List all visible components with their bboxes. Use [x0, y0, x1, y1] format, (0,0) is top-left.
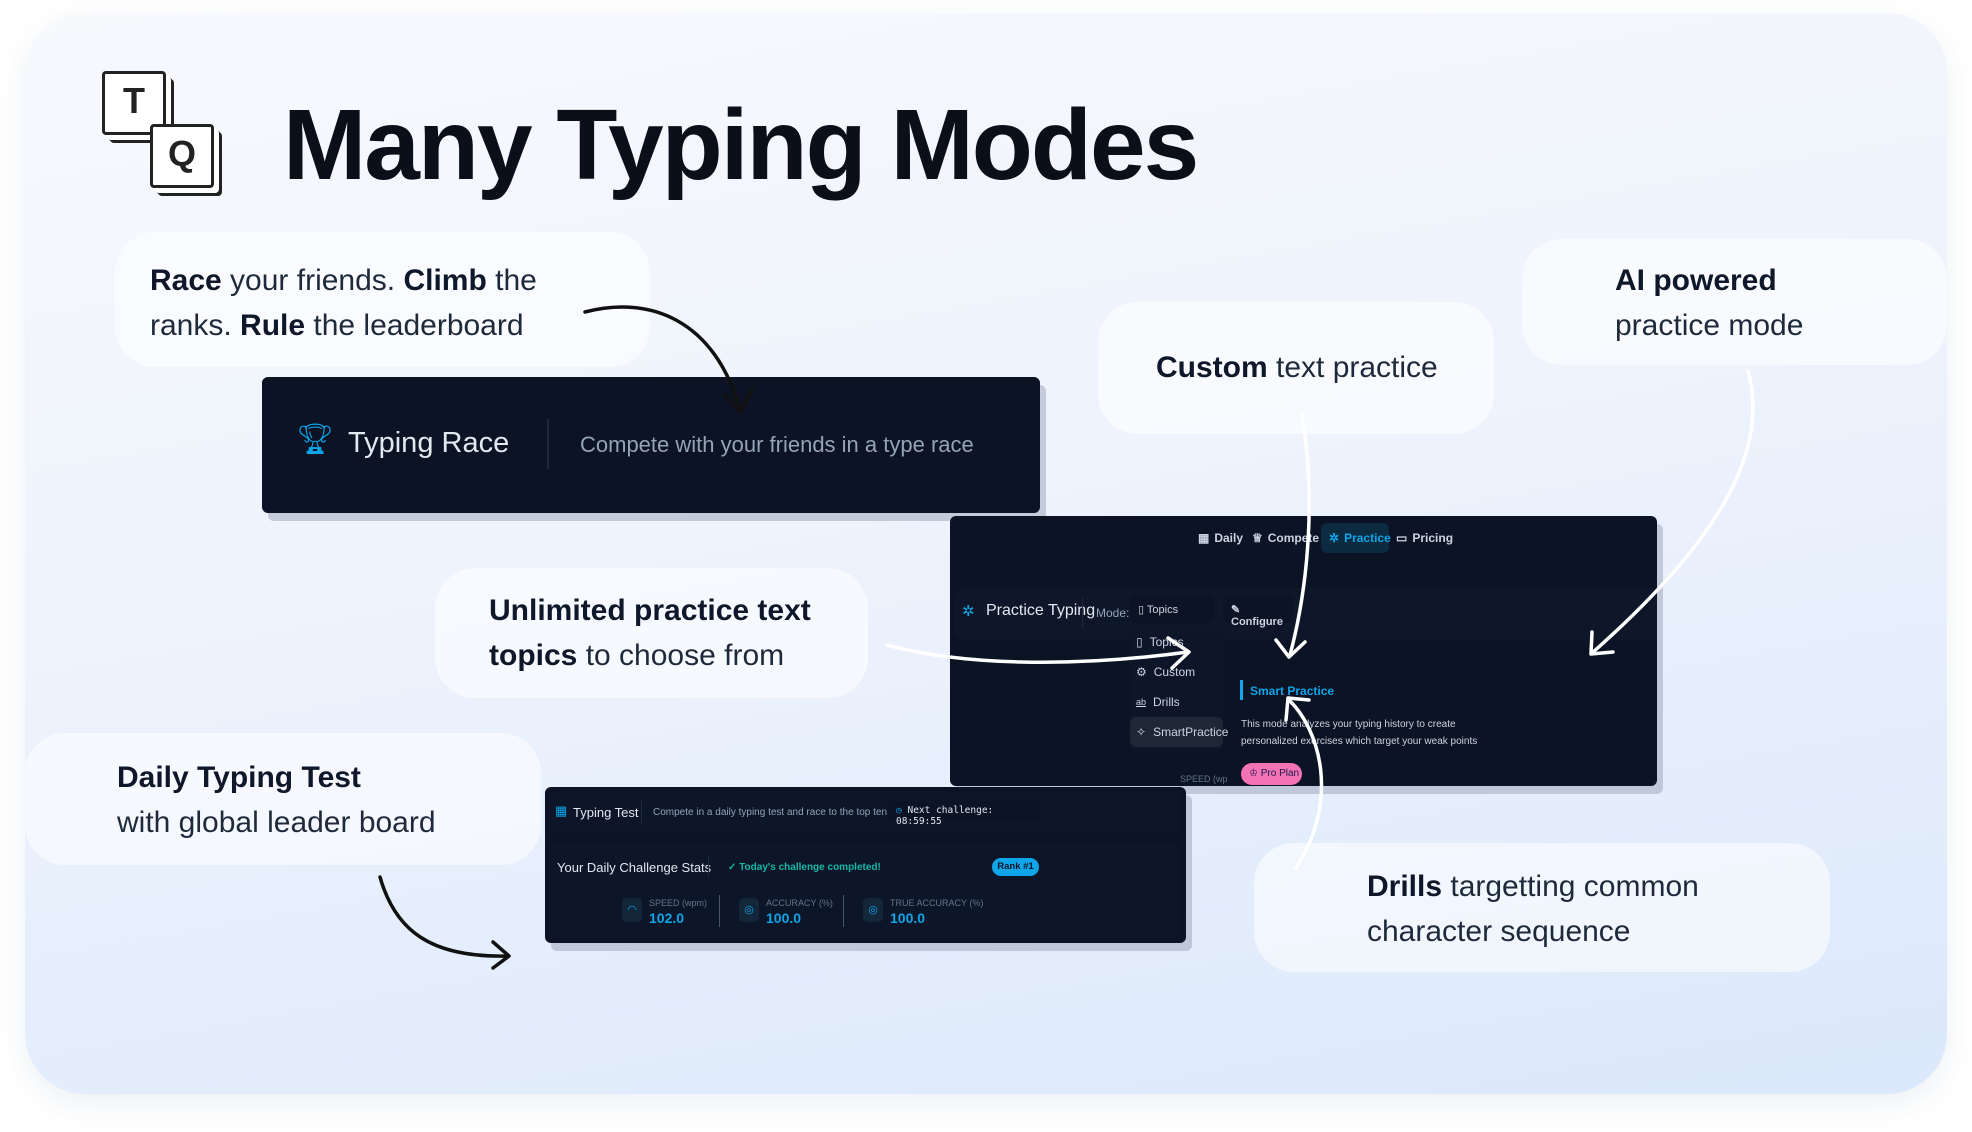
mode-label: Mode: [1096, 606, 1130, 620]
drills-caption: Drills targetting common character seque… [1367, 870, 1699, 948]
divider [641, 801, 642, 823]
daily-test-panel: ▦ Typing Test Compete in a daily typing … [545, 787, 1186, 943]
calendar-icon: ▦ [1198, 531, 1210, 545]
typing-race-card[interactable]: 🏆︎ Typing Race Compete with your friends… [262, 377, 1040, 513]
speedometer-icon: ◠ [622, 898, 642, 922]
divider [719, 895, 720, 927]
gear-icon: ⚙ [1136, 665, 1147, 679]
stat-value: 100.0 [766, 910, 802, 926]
daily-description: Compete in a daily typing test and race … [653, 807, 888, 818]
race-description: Compete with your friends in a type race [580, 432, 974, 457]
stat-label: TRUE ACCURACY (%) [890, 898, 984, 908]
page-title: Many Typing Modes [283, 89, 1199, 201]
unlimited-arrow-icon [885, 636, 1191, 670]
ai-arrow-icon [1589, 369, 1755, 656]
calendar-icon: ▦ [555, 803, 568, 818]
custom-arrow-icon [1274, 413, 1311, 659]
header-row [549, 791, 1179, 833]
key-q-icon: Q [150, 124, 214, 188]
divider [843, 895, 844, 927]
stat-value: 102.0 [649, 910, 685, 926]
divider [1082, 598, 1083, 628]
race-bubble [115, 232, 650, 367]
logo: T Q [100, 69, 230, 189]
trophy-icon: 🏆︎ [296, 423, 335, 456]
unlimited-caption: Unlimited practice text topics to choose… [489, 594, 811, 672]
stat-value: 100.0 [890, 910, 926, 926]
stats-card [549, 843, 1179, 938]
practice-icon: ✲ [1329, 531, 1340, 545]
rank-badge: Rank #1 [992, 858, 1039, 876]
next-challenge-timer: ◷ Next challenge: 08:59:55 [888, 801, 1040, 827]
accent-bar [1240, 680, 1243, 700]
option-topics[interactable]: ▯Topics [1136, 635, 1184, 649]
toolbar [954, 588, 1657, 640]
sparkle-icon: ✧ [1136, 725, 1147, 739]
custom-bubble [1098, 302, 1494, 434]
trophy-icon: ♕ [1252, 531, 1263, 545]
practice-title: Practice Typing [986, 602, 1096, 619]
nav-daily[interactable]: ▦Daily [1198, 531, 1244, 545]
stopwatch-icon: ◷ [896, 805, 902, 816]
daily-bubble [25, 733, 541, 865]
stats-title: Your Daily Challenge Stats [557, 860, 712, 875]
nav-pricing[interactable]: ▭Pricing [1396, 531, 1454, 545]
drills-arrow-icon [1284, 696, 1324, 870]
custom-caption: Custom text practice [1156, 351, 1438, 384]
option-highlight [1130, 717, 1223, 747]
divider [708, 855, 709, 877]
card-icon: ▭ [1396, 531, 1408, 545]
drills-bubble [1254, 843, 1830, 972]
mode-select[interactable]: ▯ Topics [1130, 596, 1214, 623]
daily-arrow-icon [378, 875, 511, 970]
nav-practice[interactable]: ✲Practice [1321, 523, 1391, 553]
pro-plan-badge[interactable]: ♔ Pro Plan [1241, 763, 1302, 785]
book-icon: ▯ [1136, 635, 1143, 649]
practice-icon: ✲ [962, 603, 975, 620]
completed-status: ✓ Today's challenge completed! [728, 862, 881, 873]
stat-label: ACCURACY (%) [766, 898, 833, 908]
race-title: Typing Race [348, 427, 510, 459]
stat-label: SPEED (wpm) [649, 898, 708, 908]
smart-practice-title: Smart Practice [1250, 684, 1335, 698]
option-smartpractice[interactable]: ✧SmartPractice [1136, 725, 1229, 739]
smart-desc: personalized exercises which target your… [1241, 736, 1478, 747]
unlimited-bubble [435, 568, 868, 698]
configure-button[interactable]: ✎ Configure [1223, 596, 1293, 628]
ai-bubble [1522, 239, 1947, 365]
speed-label: SPEED (wp [1180, 774, 1228, 784]
divider [547, 419, 549, 469]
drills-icon: ab [1136, 697, 1147, 707]
option-custom[interactable]: ⚙Custom [1136, 665, 1196, 679]
target-icon: ◎ [863, 898, 883, 922]
target-icon: ◎ [739, 898, 759, 922]
daily-title: Typing Test [573, 805, 639, 820]
race-arrow-icon [583, 305, 754, 414]
smart-desc: This mode analyzes your typing history t… [1241, 719, 1456, 730]
practice-panel: ▦Daily ♕Compete ✲Practice ▭Pricing ✲ Pra… [950, 516, 1657, 786]
race-caption: Race your friends. Climb the ranks. Rule… [150, 264, 537, 342]
